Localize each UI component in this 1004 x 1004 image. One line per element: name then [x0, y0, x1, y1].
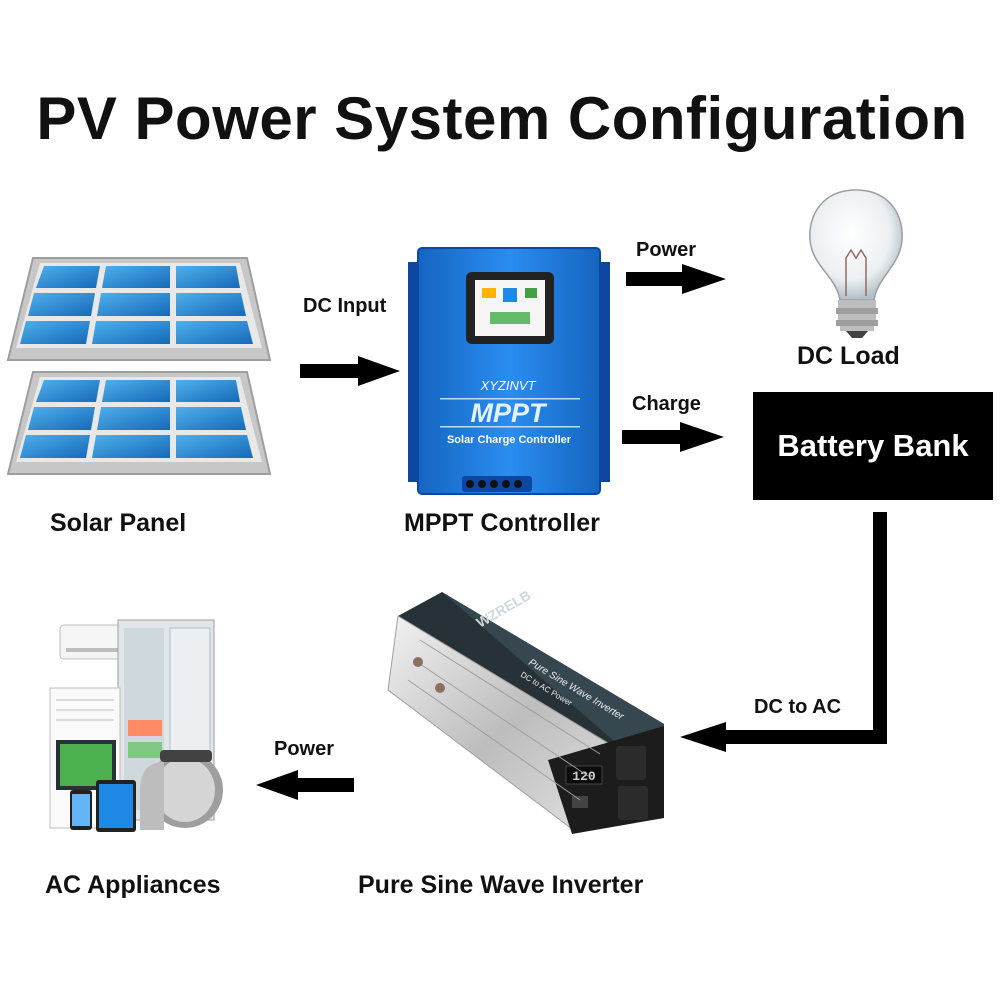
arrow-charge [622, 422, 724, 452]
mppt-controller-image: XYZINVT MPPT Solar Charge Controller [408, 247, 610, 495]
dc-to-ac-label: DC to AC [754, 696, 842, 718]
diagram-title: PV Power System Configuration [36, 85, 968, 152]
ac-appliances-image [49, 619, 223, 832]
light-bulb-icon [809, 189, 903, 338]
solar-panel-top [6, 257, 272, 361]
dc-input-label: DC Input [303, 295, 387, 317]
solar-panel-image [6, 257, 272, 475]
inverter-display-text: 120 [572, 769, 596, 784]
battery-bank-label: Battery Bank [777, 428, 969, 463]
ac-appliances-label: AC Appliances [45, 871, 221, 899]
mppt-controller-label: MPPT Controller [404, 509, 600, 537]
inverter-brand-text: WZRELB [474, 587, 534, 631]
battery-bank-box: Battery Bank [753, 392, 993, 500]
solar-panel-label: Solar Panel [50, 509, 187, 537]
controller-model-text: MPPT [470, 398, 548, 428]
arrow-dc-to-ac [680, 512, 887, 752]
arrow-power-to-appliances [256, 770, 354, 800]
power-to-load-label: Power [636, 239, 697, 261]
arrow-power-to-load [626, 264, 726, 294]
controller-brand-text: XYZINVT [480, 378, 537, 393]
solar-panel-bottom [6, 371, 272, 475]
inverter-image: 120 WZRELB Pure Sine Wave Inverter DC to… [387, 587, 664, 834]
controller-subtitle-text: Solar Charge Controller [447, 434, 572, 446]
dc-load-label: DC Load [797, 342, 900, 370]
power-to-appliances-label: Power [274, 738, 335, 760]
charge-label: Charge [632, 393, 701, 415]
arrow-dc-input [300, 356, 400, 386]
inverter-label: Pure Sine Wave Inverter [358, 871, 644, 899]
